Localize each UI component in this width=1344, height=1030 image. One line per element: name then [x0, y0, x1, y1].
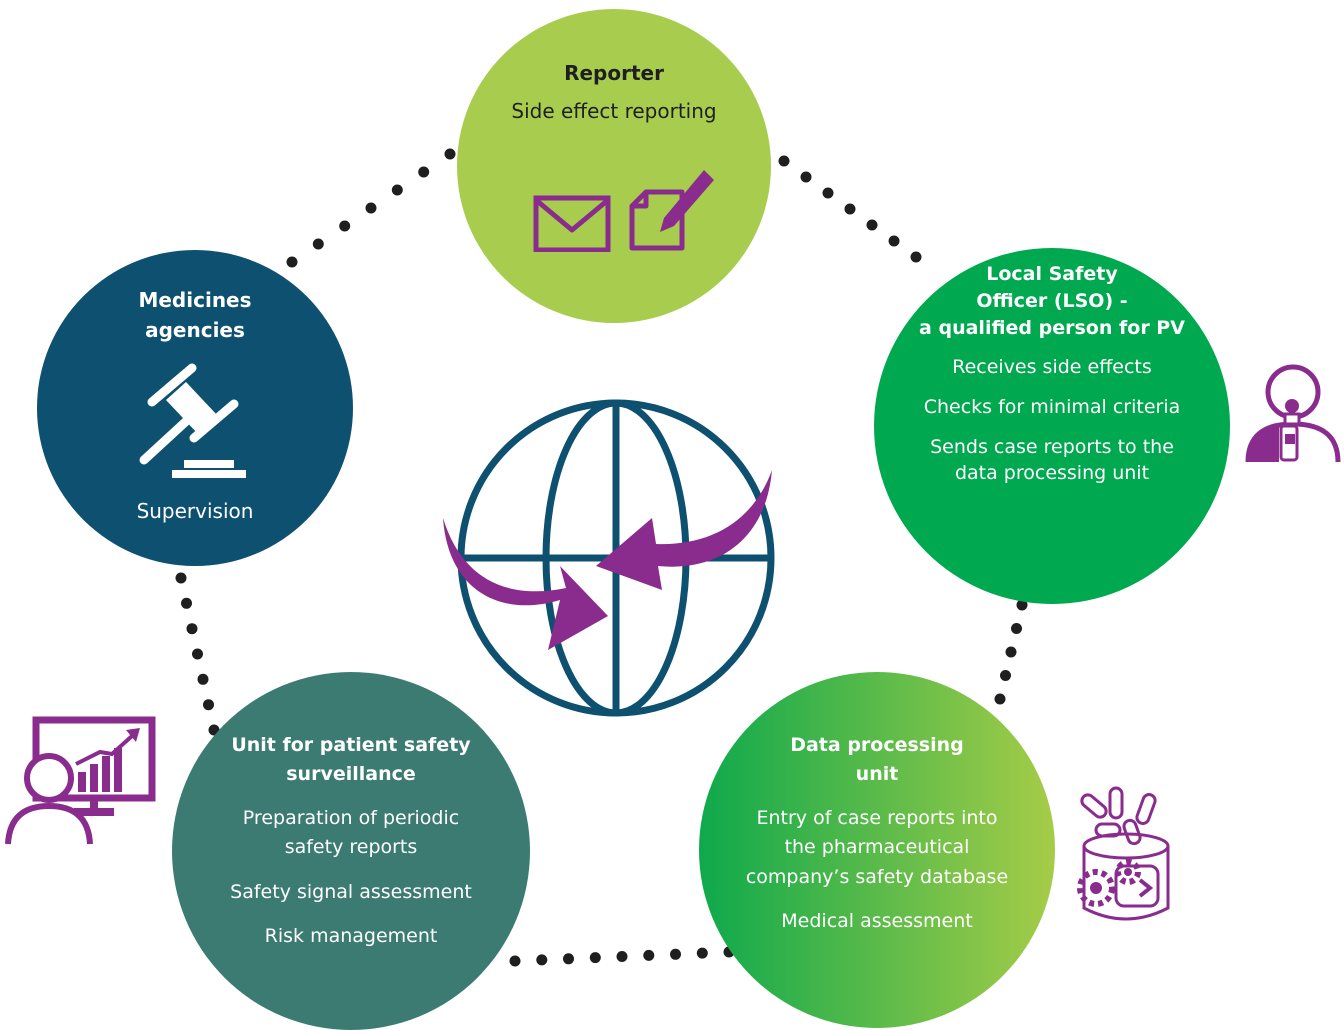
connector-dot [175, 572, 187, 584]
data-processing-title-line-2: unit [855, 763, 899, 785]
connector-dot [339, 220, 351, 232]
lso-item-receives: Receives side effects [952, 356, 1152, 378]
data-processing-circle [699, 672, 1055, 1028]
connector-dot [312, 238, 324, 250]
envelope-icon [533, 195, 611, 252]
connector-dot [192, 648, 203, 660]
connector-dot [844, 203, 856, 215]
connector-dot [1011, 623, 1022, 634]
connector-dot [444, 148, 456, 160]
connector-dot [866, 219, 878, 231]
connector-dot [563, 953, 574, 965]
connector-dot [286, 256, 298, 268]
connector-dot [994, 693, 1006, 705]
data-processing-item-entry-2: the pharmaceutical [784, 836, 970, 858]
analyst-monitor-icon [5, 716, 156, 845]
data-processing-item-entry-3: company’s safety database [745, 866, 1009, 888]
person-with-badge-icon [1245, 364, 1341, 463]
lso-title-line-2: Officer (LSO) - [976, 290, 1128, 312]
connector-dot [365, 202, 377, 214]
connector-dot [800, 171, 812, 183]
connector-dot [203, 699, 214, 711]
connector-dot [1016, 599, 1028, 611]
connector-dot [1000, 670, 1011, 681]
lso-title-line-1: Local Safety [986, 263, 1118, 285]
lso-item-checks: Checks for minimal criteria [923, 396, 1181, 418]
reporter-subtitle: Side effect reporting [511, 99, 717, 123]
connector-dot [778, 155, 790, 167]
connector-dot [888, 235, 900, 247]
lso-title-line-3: a qualified person for PV [919, 317, 1185, 339]
surveillance-item-periodic-2: safety reports [284, 836, 418, 858]
lso-circle [874, 248, 1230, 604]
connector-dot [418, 166, 430, 178]
connector-dot [670, 948, 681, 960]
globe-arrows-icon [443, 399, 775, 717]
safety-surveillance-circle [172, 672, 530, 1030]
lso-item-sends-1: Sends case reports to the [930, 436, 1174, 458]
reporter-circle [457, 9, 771, 323]
reporter-title: Reporter [564, 61, 664, 85]
gavel-icon [139, 363, 246, 478]
connector-dot [616, 951, 628, 962]
connector-dot [181, 597, 192, 609]
connector-dot [822, 187, 834, 199]
connector-dot [391, 184, 403, 196]
connector-dot [589, 952, 601, 964]
connector-dot [197, 673, 209, 685]
data-processing-title-line-1: Data processing [790, 734, 964, 756]
surveillance-title-line-1: Unit for patient safety [231, 734, 471, 756]
connector-dot [509, 955, 521, 967]
surveillance-item-signal: Safety signal assessment [230, 881, 472, 903]
surveillance-item-periodic-1: Preparation of periodic [242, 807, 460, 829]
connector-dot [536, 954, 548, 966]
connector-dot [186, 623, 198, 635]
agencies-title-line-2: agencies [145, 318, 245, 342]
connector-dot [910, 251, 922, 263]
surveillance-item-risk: Risk management [264, 925, 438, 947]
database-pills-icon [1077, 786, 1170, 921]
surveillance-title-line-2: surveillance [286, 763, 416, 785]
connector-dot [1005, 646, 1017, 658]
data-processing-item-medical: Medical assessment [781, 910, 973, 932]
connector-dot [643, 949, 655, 961]
data-processing-item-entry-1: Entry of case reports into [756, 807, 998, 829]
agencies-title-line-1: Medicines [138, 288, 252, 312]
lso-item-sends-2: data processing unit [954, 462, 1150, 484]
connector-dot [696, 947, 708, 959]
edit-form-icon [629, 170, 714, 251]
agencies-subtitle: Supervision [136, 499, 254, 523]
